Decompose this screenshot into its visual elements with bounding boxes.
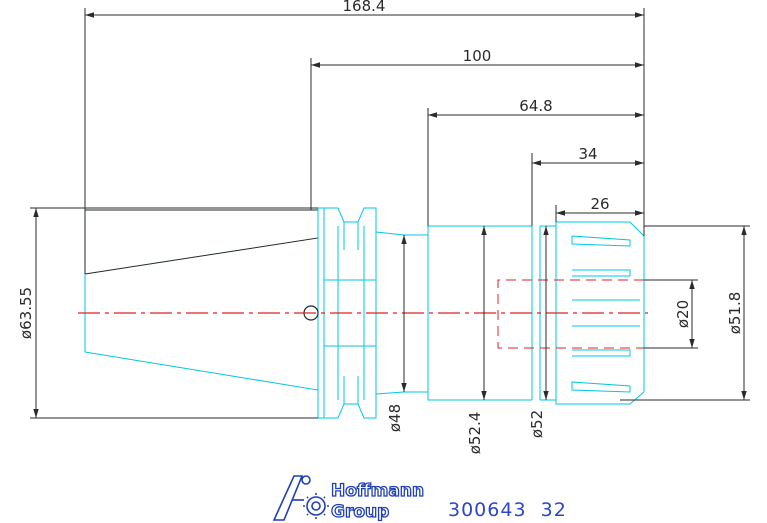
dim-label-64-8: 64.8 [519,97,552,115]
logo-figure-icon [272,475,329,521]
logo-text-hoffmann: Hoffmann [331,481,424,501]
vertical-dimensions [30,207,750,419]
logo-text-group: Group [331,502,389,522]
part-number: 300643 32 [448,499,567,521]
dim-label-34: 34 [578,145,597,163]
dim-label-52: ø52 [528,410,546,438]
horizontal-dimensions [84,8,645,236]
dim-label-100: 100 [463,47,492,65]
dim-label-26: 26 [590,195,609,213]
dim-label-52-4: ø52.4 [466,412,484,455]
taper-shank [84,209,319,275]
dim-label-20: ø20 [674,300,692,328]
dim-label-168-4: 168.4 [343,0,386,15]
hoffmann-group-logo: Hoffmann Group [272,475,425,523]
bore-hidden-lines [497,279,644,349]
dim-label-48: ø48 [386,404,404,432]
dim-label-51-8: ø51.8 [726,292,744,335]
dim-label-63-55: ø63.55 [17,287,35,339]
